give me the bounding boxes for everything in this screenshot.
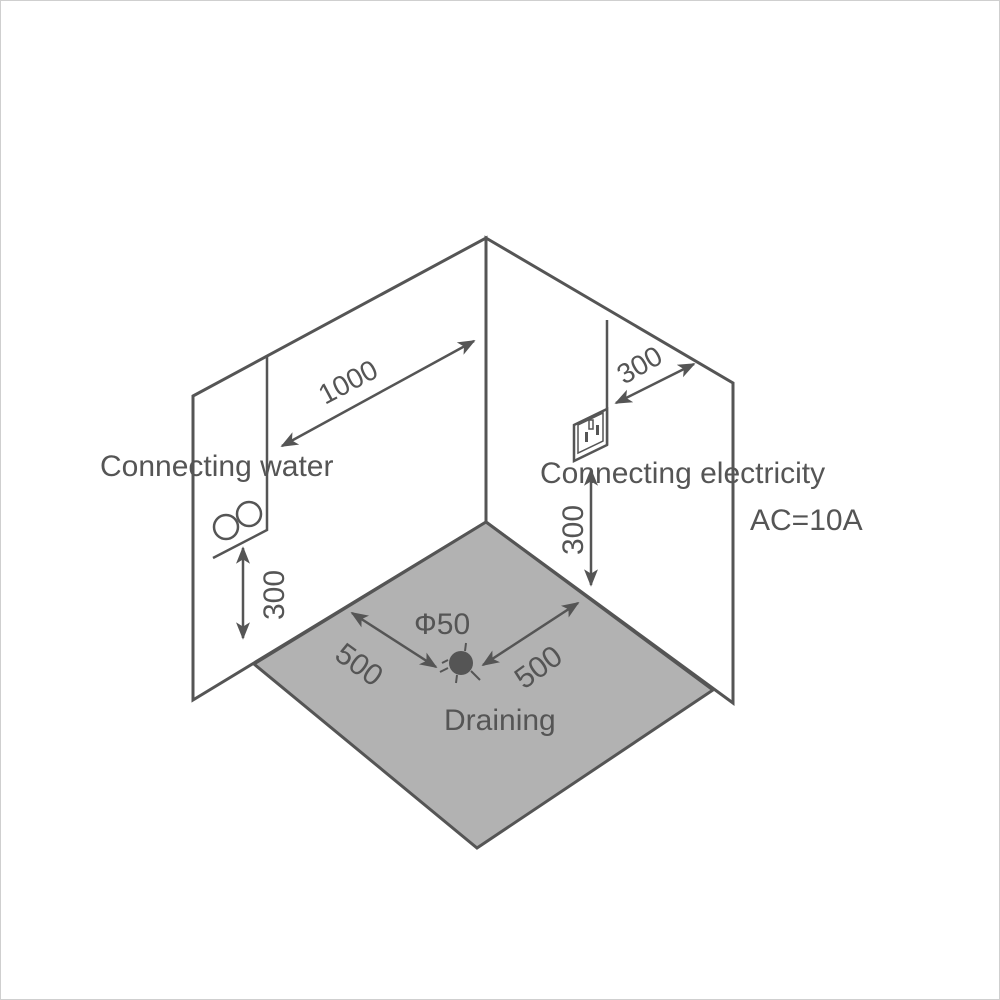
dimension-label-water-300: 300 — [258, 570, 291, 620]
dimension-label-electric-300-v: 300 — [557, 505, 590, 555]
drain-diameter-label: Ф50 — [414, 608, 470, 641]
dimension-arrow-1000 — [280, 339, 476, 448]
electricity-connection — [572, 320, 696, 587]
drain-icon — [441, 642, 481, 684]
water-pipe-icon — [212, 500, 263, 541]
floor-tray — [251, 520, 716, 850]
dimension-arrow-electric-300-h — [614, 362, 696, 405]
electricity-spec-label: AC=10A — [750, 504, 863, 537]
right-wall — [484, 235, 735, 706]
water-connection — [212, 339, 476, 640]
dimension-arrow-drain-500-right — [481, 601, 580, 667]
electricity-label: Connecting electricity — [540, 457, 825, 490]
drain — [350, 601, 580, 684]
water-label: Connecting water — [100, 450, 333, 483]
drain-label: Draining — [444, 704, 556, 737]
dimension-arrow-drain-500-left — [350, 611, 438, 669]
power-socket-icon — [572, 407, 609, 463]
